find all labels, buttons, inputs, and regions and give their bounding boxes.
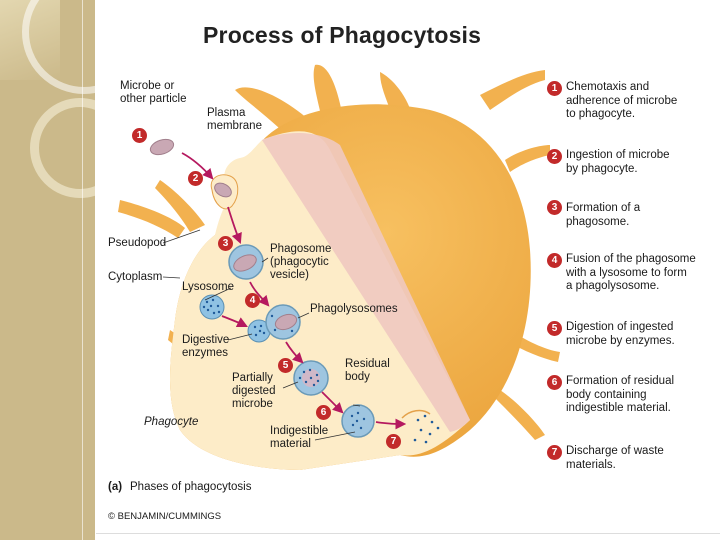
- arrow-3-4: [249, 281, 270, 307]
- pseudopod-left: [155, 180, 205, 232]
- step-4-badge: 4: [547, 253, 562, 268]
- label-residual-body: Residual body: [345, 358, 390, 383]
- step-5-text: Digestion of ingested microbe by enzymes…: [566, 321, 675, 347]
- discharged-waste: [413, 414, 440, 444]
- label-cytoplasm: Cytoplasm: [108, 271, 163, 283]
- step-7-badge: 7: [547, 445, 562, 460]
- arrow-5-6: [321, 391, 344, 414]
- microbe-ingested: [214, 182, 232, 198]
- step-3-text: Formation of a phagosome.: [566, 202, 641, 228]
- arrow-6-7: [375, 418, 407, 430]
- partially-digested-vesicle: [293, 360, 329, 396]
- cell-cytoplasm-section: [170, 131, 470, 471]
- label-microbe: Microbe or other particle: [120, 80, 187, 105]
- step-2-text: Ingestion of microbe by phagocyte.: [566, 149, 670, 175]
- step-1-text: Chemotaxis and adherence of microbe to p…: [566, 81, 678, 120]
- step-7-text: Discharge of waste materials.: [566, 445, 664, 471]
- caption-letter: (a): [108, 481, 123, 493]
- leader-lines: [162, 229, 361, 441]
- footer-divider: [96, 533, 720, 534]
- phagosome: [228, 244, 264, 280]
- pseudopod-right-top: [480, 70, 545, 110]
- pseudopod-left-2: [118, 200, 185, 238]
- step-3-badge: 3: [547, 200, 562, 215]
- phagocytosis-diagram: [118, 64, 560, 471]
- diagram-step-2-badge: 2: [188, 171, 203, 186]
- diagram-step-5-badge: 5: [278, 358, 293, 373]
- label-digestive-enzymes: Digestive enzymes: [182, 334, 230, 359]
- enzyme-vesicle: [247, 319, 271, 343]
- cell-cut-surface: [262, 133, 470, 432]
- label-indigestible: Indigestible material: [270, 425, 329, 450]
- lysosome: [199, 294, 225, 320]
- arrow-1-2: [181, 152, 214, 180]
- label-phagolysosomes: Phagolysosomes: [310, 303, 398, 315]
- pseudopod-bottom-right: [495, 390, 545, 440]
- phagolysosome: [265, 304, 301, 340]
- pseudopod-right: [505, 145, 550, 172]
- step-6-text: Formation of residual body containing in…: [566, 375, 675, 414]
- diagram-step-6-badge: 6: [316, 405, 331, 420]
- step-6-badge: 6: [547, 375, 562, 390]
- arrow-lyso-4: [221, 315, 248, 327]
- label-plasma-membrane: Plasma membrane: [207, 107, 262, 132]
- decorative-sidebar: [0, 0, 95, 540]
- process-arrows: [181, 152, 407, 430]
- step-4-text: Fusion of the phagosome with a lysosome …: [566, 253, 696, 292]
- label-phagosome: Phagosome (phagocytic vesicle): [270, 243, 332, 281]
- label-partially-digested: Partially digested microbe: [232, 372, 276, 410]
- sidebar-ring-bottom: [30, 98, 95, 198]
- credit-text: © BENJAMIN/CUMMINGS: [108, 511, 222, 522]
- sidebar-divider: [82, 0, 83, 540]
- diagram-step-7-badge: 7: [386, 434, 401, 449]
- step-2-badge: 2: [547, 149, 562, 164]
- diagram-step-1-badge: 1: [132, 128, 147, 143]
- residual-body: [341, 404, 375, 438]
- label-phagocyte: Phagocyte: [144, 416, 199, 428]
- arrow-4-5: [285, 341, 304, 364]
- diagram-step-4-badge: 4: [245, 293, 260, 308]
- page-title: Process of Phagocytosis: [203, 22, 482, 48]
- diagram-step-3-badge: 3: [218, 236, 233, 251]
- discharge-opening: [401, 409, 431, 419]
- caption-text: Phases of phagocytosis: [130, 481, 252, 493]
- arrow-2-3: [227, 206, 242, 245]
- label-lysosome: Lysosome: [182, 281, 234, 293]
- step-5-badge: 5: [547, 321, 562, 336]
- label-pseudopod: Pseudopod: [108, 237, 167, 249]
- step-1-badge: 1: [547, 81, 562, 96]
- microbe-particle: [149, 138, 175, 156]
